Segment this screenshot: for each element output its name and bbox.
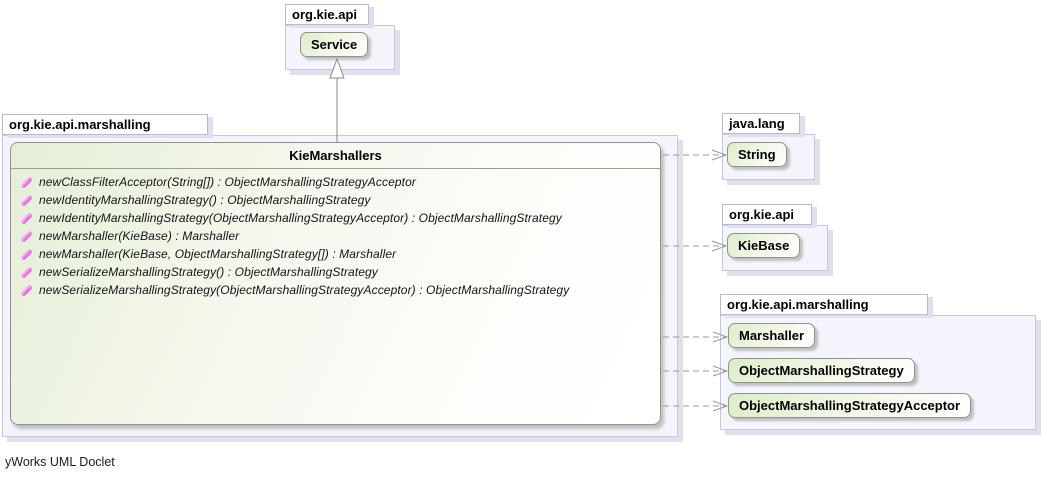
- method-row[interactable]: newMarshaller(KieBase, ObjectMarshalling…: [11, 245, 660, 263]
- method-icon: [20, 176, 33, 189]
- class-node-objectmarshallingstrategy[interactable]: ObjectMarshallingStrategy: [728, 358, 915, 383]
- method-row[interactable]: newSerializeMarshallingStrategy() : Obje…: [11, 263, 660, 281]
- package-tab-java-lang: java.lang: [722, 113, 800, 134]
- method-icon: [20, 266, 33, 279]
- method-row[interactable]: newIdentityMarshallingStrategy(ObjectMar…: [11, 209, 660, 227]
- class-title-kiemarshallers[interactable]: KieMarshallers: [11, 143, 660, 169]
- class-node-string[interactable]: String: [727, 142, 787, 167]
- method-signature: newMarshaller(KieBase, ObjectMarshalling…: [39, 247, 397, 261]
- method-row[interactable]: newIdentityMarshallingStrategy() : Objec…: [11, 191, 660, 209]
- doclet-caption: yWorks UML Doclet: [5, 455, 115, 469]
- method-signature: newIdentityMarshallingStrategy() : Objec…: [39, 193, 371, 207]
- generalization-edge-service: [329, 57, 345, 142]
- method-signature: newClassFilterAcceptor(String[]) : Objec…: [39, 175, 416, 189]
- method-icon: [20, 212, 33, 225]
- method-row[interactable]: newSerializeMarshallingStrategy(ObjectMa…: [11, 281, 660, 299]
- method-signature: newMarshaller(KieBase) : Marshaller: [39, 229, 240, 243]
- method-signature: newSerializeMarshallingStrategy(ObjectMa…: [39, 283, 570, 297]
- method-icon: [20, 230, 33, 243]
- method-icon: [20, 194, 33, 207]
- class-node-kiebase[interactable]: KieBase: [727, 233, 801, 258]
- method-icon: [20, 248, 33, 261]
- method-list: newClassFilterAcceptor(String[]) : Objec…: [11, 169, 660, 299]
- package-tab-org-kie-api-right: org.kie.api: [722, 204, 812, 225]
- class-node-objectmarshallingstrategyacceptor[interactable]: ObjectMarshallingStrategyAcceptor: [728, 393, 972, 418]
- package-tab-org-kie-api-marshalling-main: org.kie.api.marshalling: [2, 114, 208, 135]
- method-icon: [20, 284, 33, 297]
- method-signature: newSerializeMarshallingStrategy() : Obje…: [39, 265, 378, 279]
- package-tab-org-kie-api-top: org.kie.api: [285, 4, 369, 25]
- class-node-marshaller[interactable]: Marshaller: [728, 323, 816, 348]
- method-signature: newIdentityMarshallingStrategy(ObjectMar…: [39, 211, 562, 225]
- package-tab-org-kie-api-marshalling-right: org.kie.api.marshalling: [720, 294, 928, 315]
- method-row[interactable]: newClassFilterAcceptor(String[]) : Objec…: [11, 173, 660, 191]
- class-node-kiemarshallers[interactable]: KieMarshallers newClassFilterAcceptor(St…: [10, 142, 661, 425]
- method-row[interactable]: newMarshaller(KieBase) : Marshaller: [11, 227, 660, 245]
- class-node-service[interactable]: Service: [300, 32, 369, 57]
